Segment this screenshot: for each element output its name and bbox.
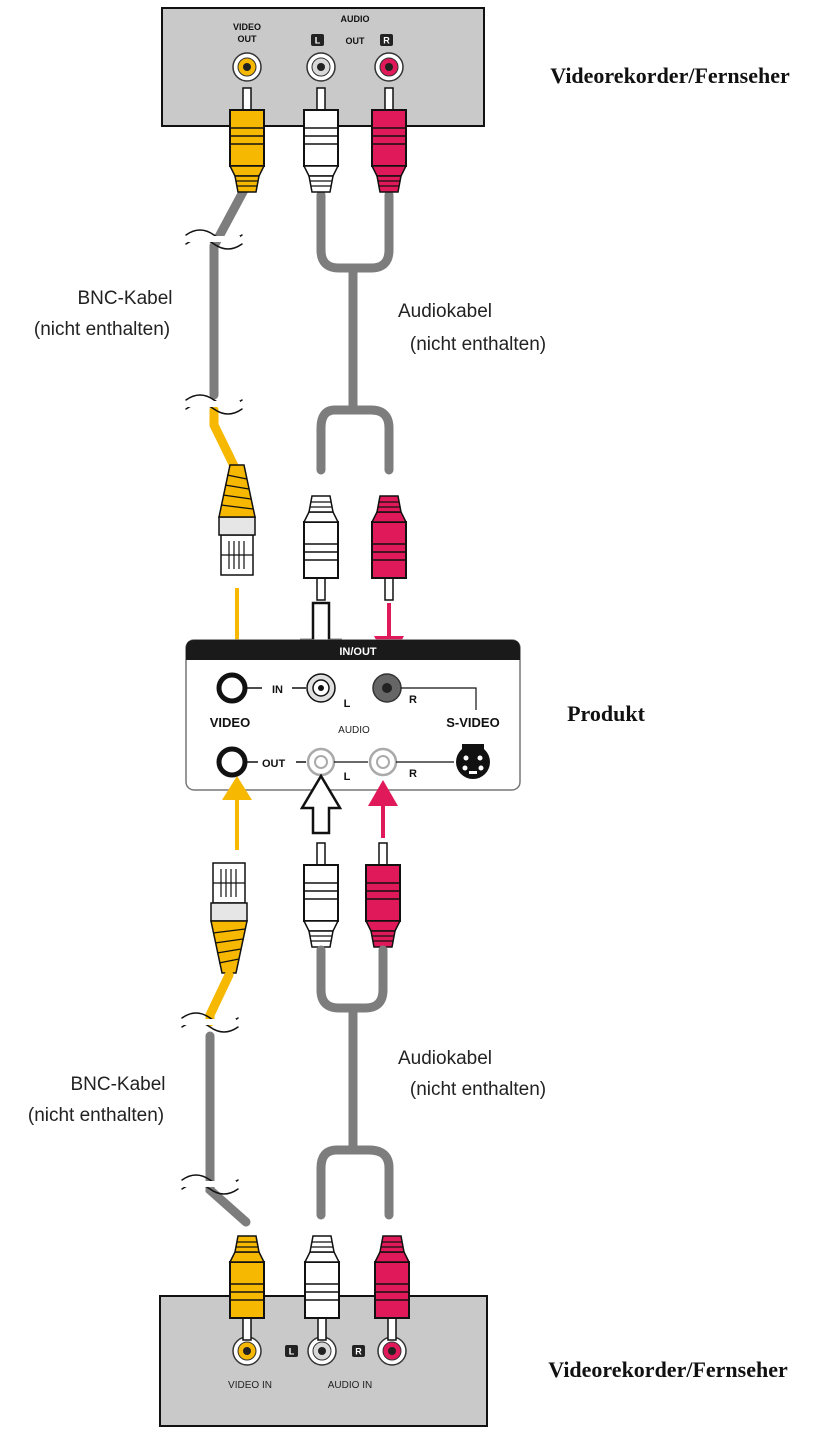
top-badge-l: L [311, 34, 324, 46]
lower-audio-r-arrow [368, 780, 398, 838]
video-in-jack [216, 672, 248, 704]
upper-bnc-plug [218, 464, 256, 576]
bottom-audio-in-l-jack [307, 1336, 337, 1366]
product-bar-label: IN/OUT [339, 646, 377, 658]
lower-audio-l-plug [303, 842, 339, 948]
audio-in-r-jack [372, 673, 402, 703]
svideo-label: S-VIDEO [446, 715, 499, 730]
audio-out-l-jack [306, 747, 336, 777]
top-bnc-cable [185, 185, 249, 475]
top-badge-r: R [380, 34, 393, 46]
lower-audio-l-arrow [299, 773, 343, 835]
audio-top-line-2: (nicht enthalten) [410, 334, 546, 355]
bottom-badge-l: L [285, 1345, 298, 1357]
audio-label: AUDIO [338, 725, 370, 736]
lower-bnc-plug [211, 863, 247, 973]
audio-out-r-label: R [409, 768, 417, 780]
video-out-jack [216, 746, 248, 778]
out-label: OUT [262, 758, 286, 770]
upper-audio-l-plug [304, 496, 338, 600]
audio-out-l-label: L [344, 771, 351, 783]
bnc-bottom-line-1: BNC-Kabel [70, 1074, 165, 1095]
svg-text:R: R [383, 36, 390, 46]
audio-in-l-jack [306, 673, 336, 703]
top-audio-label-1: AUDIO [341, 14, 370, 24]
bottom-bnc-cable [181, 970, 251, 1227]
top-audio-label-2: OUT [346, 36, 366, 46]
lower-video-arrow [222, 776, 252, 850]
top-audio-cable [316, 190, 394, 475]
upper-audio-r-plug [372, 496, 406, 600]
bottom-device: L R VIDEO IN AUDIO IN [159, 1295, 488, 1427]
bottom-audio-in-label: AUDIO IN [328, 1380, 372, 1391]
top-audio-out-r-jack [374, 52, 404, 82]
svideo-jack [456, 744, 490, 779]
bottom-device-title: Videorekorder/Fernseher [548, 1357, 788, 1382]
bottom-video-in-label: VIDEO IN [228, 1380, 272, 1391]
audio-in-r-label: R [409, 694, 417, 706]
bottom-audio-in-r-jack [377, 1336, 407, 1366]
bottom-badge-r: R [352, 1345, 365, 1357]
bottom-video-in-jack [232, 1336, 262, 1366]
audio-bottom-line-1: Audiokabel [398, 1048, 492, 1069]
bnc-top-line-1: BNC-Kabel [77, 288, 172, 309]
top-video-label-1: VIDEO [233, 22, 261, 32]
product-panel: IN/OUT IN L R VIDEO AUDIO S-VIDEO OUT [185, 639, 521, 791]
svg-text:R: R [355, 1347, 362, 1357]
lower-audio-r-plug [365, 842, 401, 948]
audio-top-line-1: Audiokabel [398, 301, 492, 322]
video-label: VIDEO [210, 715, 250, 730]
top-video-out-jack [232, 52, 262, 82]
audio-in-l-label: L [344, 698, 351, 710]
svg-text:L: L [315, 36, 321, 46]
audio-bottom-line-2: (nicht enthalten) [410, 1079, 546, 1100]
product-title: Produkt [567, 701, 646, 726]
bnc-top-line-2: (nicht enthalten) [34, 319, 170, 340]
in-label: IN [272, 684, 283, 696]
bnc-bottom-line-2: (nicht enthalten) [28, 1105, 164, 1126]
top-device-title: Videorekorder/Fernseher [550, 63, 790, 88]
audio-out-r-jack [368, 747, 398, 777]
top-audio-out-l-jack [306, 52, 336, 82]
svg-text:L: L [289, 1347, 295, 1357]
top-video-label-2: OUT [238, 34, 258, 44]
bottom-audio-cable [316, 945, 394, 1220]
